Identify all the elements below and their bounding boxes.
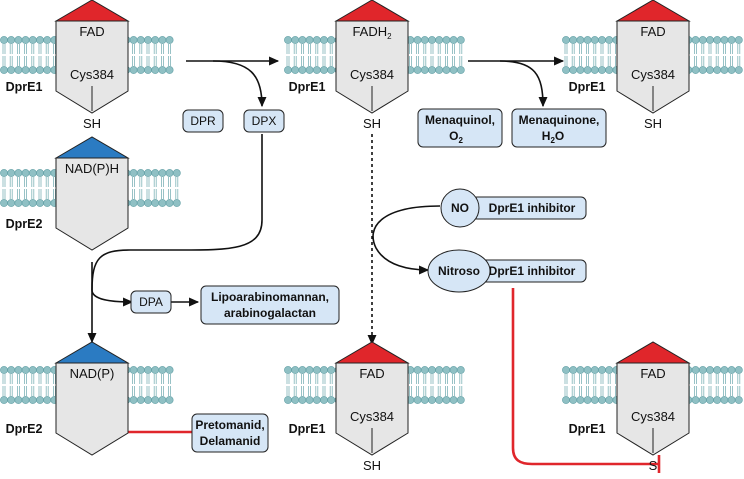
- box-no-inhibitor: DprE1 inhibitor NO: [440, 188, 587, 228]
- thiol-label: SH: [363, 458, 381, 473]
- cofactor-cap: [54, 341, 130, 364]
- box-nitroso-inhibitor: DprE1 inhibitor Nitroso: [427, 249, 587, 293]
- cofactor-label: FADH2: [352, 24, 392, 41]
- menaquinone-label: Menaquinone,: [519, 113, 600, 127]
- cofactor-cap: [334, 0, 410, 22]
- oxygen-label: O2: [449, 129, 463, 145]
- dpr-to-dpx-curve: [212, 60, 267, 108]
- thiol-label: S: [649, 458, 658, 473]
- cofactor-label: FAD: [640, 24, 665, 39]
- pathway-arrows: [87, 56, 565, 346]
- enzyme-name: DprE1: [569, 422, 606, 436]
- residue-label: Cys384: [350, 409, 394, 424]
- cofactor-cap: [54, 136, 130, 159]
- box-dpa: DPA: [130, 290, 172, 314]
- residue-label: Cys384: [631, 409, 675, 424]
- box-dpx: DPX: [243, 109, 285, 133]
- enzyme-e2-bot-left: NAD(P) DprE2: [6, 341, 130, 456]
- nitroso-label: Nitroso: [438, 264, 480, 278]
- delamanid-label: Delamanid: [200, 434, 261, 448]
- water-label: H2O: [542, 129, 564, 145]
- box-pretomanid: Pretomanid, Delamanid: [191, 413, 269, 453]
- dpa-label: DPA: [139, 295, 163, 309]
- menaquinol-label: Menaquinol,: [425, 113, 495, 127]
- arabinogalactan-label: arabinogalactan: [224, 306, 316, 320]
- cofactor-cap: [54, 0, 130, 22]
- pretomanid-label: Pretomanid,: [195, 418, 264, 432]
- residue-label: Cys384: [631, 67, 675, 82]
- cofactor-cap: [615, 0, 691, 22]
- menaquinol-to-menaquinone-curve: [499, 60, 548, 108]
- box-lipoarabinomannan: Lipoarabinomannan, arabinogalactan: [200, 285, 340, 325]
- cofactor-label: FAD: [79, 24, 104, 39]
- enzyme-e2-mid-left: NAD(P)H DprE2: [6, 136, 130, 251]
- box-dpr: DPR: [182, 109, 224, 133]
- dpr-label: DPR: [190, 114, 216, 128]
- enzyme-name: DprE1: [289, 80, 326, 94]
- cofactor-label: FAD: [359, 366, 384, 381]
- thiol-label: SH: [83, 116, 101, 131]
- enzyme-name: DprE2: [6, 217, 43, 231]
- thiol-label: SH: [363, 116, 381, 131]
- dpx-to-dpe2-curve: [91, 134, 263, 307]
- enzyme-name: DprE2: [6, 422, 43, 436]
- lipo-label: Lipoarabinomannan,: [211, 290, 329, 304]
- cofactor-label: NAD(P)H: [65, 161, 119, 176]
- enzyme-name: DprE1: [569, 80, 606, 94]
- nitroso-inhibition-line: [511, 288, 658, 466]
- inhibitor1-label: DprE1 inhibitor: [489, 201, 576, 215]
- inhibitor2-label: DprE1 inhibitor: [489, 264, 576, 278]
- box-menaquinol: Menaquinol, O2: [417, 108, 503, 148]
- activation-curve: [372, 205, 441, 275]
- enzyme-name: DprE1: [289, 422, 326, 436]
- cofactor-label: NAD(P): [70, 366, 115, 381]
- enzyme-name: DprE1: [6, 80, 43, 94]
- box-menaquinone: Menaquinone, H2O: [511, 108, 607, 148]
- cofactor-label: FAD: [640, 366, 665, 381]
- residue-label: Cys384: [70, 67, 114, 82]
- no-label: NO: [451, 201, 469, 215]
- residue-label: Cys384: [350, 67, 394, 82]
- cofactor-cap: [615, 341, 691, 364]
- cofactor-cap: [334, 341, 410, 364]
- dpx-label: DPX: [252, 114, 277, 128]
- thiol-label: SH: [644, 116, 662, 131]
